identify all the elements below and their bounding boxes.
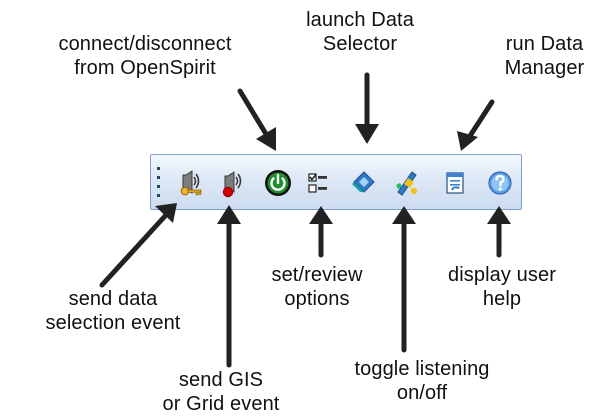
label-display-user-help: display user help [448, 264, 556, 310]
help-button[interactable] [484, 167, 516, 199]
callout-arrow-toggle [392, 206, 416, 353]
callout-arrow-help [487, 206, 511, 258]
toggle-listening-button[interactable] [390, 167, 422, 199]
callout-arrow-gis [217, 205, 241, 368]
opensprint-toolbar [150, 154, 522, 210]
toolbar-grip-handle[interactable] [157, 165, 160, 199]
send-data-selection-event-button[interactable] [175, 167, 207, 199]
help-icon [488, 171, 512, 195]
callout-arrow-options [309, 206, 333, 258]
send-gis-grid-event-icon [222, 171, 242, 198]
connect-disconnect-button[interactable] [262, 167, 294, 199]
label-launch-data-selector: launch Data Selector [306, 9, 414, 55]
callout-arrow-run [457, 99, 495, 151]
launch-data-selector-button[interactable] [348, 167, 380, 199]
label-run-data-manager: run Data Manager [504, 33, 585, 79]
set-review-options-button[interactable] [303, 167, 335, 199]
send-data-selection-event-icon [180, 170, 202, 196]
options-checklist-icon [308, 173, 327, 193]
label-connect-disconnect: connect/disconnect from OpenSpirit [58, 33, 232, 79]
label-send-gis-grid-event: send GIS or Grid event [162, 369, 280, 415]
toggle-listening-icon [396, 171, 418, 196]
send-gis-grid-event-button[interactable] [218, 167, 250, 199]
label-send-data-selection-event: send data selection event [45, 288, 181, 334]
label-set-review-options: set/review options [271, 264, 363, 310]
data-manager-icon [446, 172, 464, 194]
callout-arrow-launch [355, 72, 379, 144]
power-icon [265, 170, 291, 196]
data-selector-icon [352, 171, 375, 193]
callout-arrow-send-data [99, 203, 177, 288]
run-data-manager-button[interactable] [439, 167, 471, 199]
label-toggle-listening: toggle listening on/off [354, 358, 490, 404]
callout-arrow-connect [237, 88, 276, 151]
